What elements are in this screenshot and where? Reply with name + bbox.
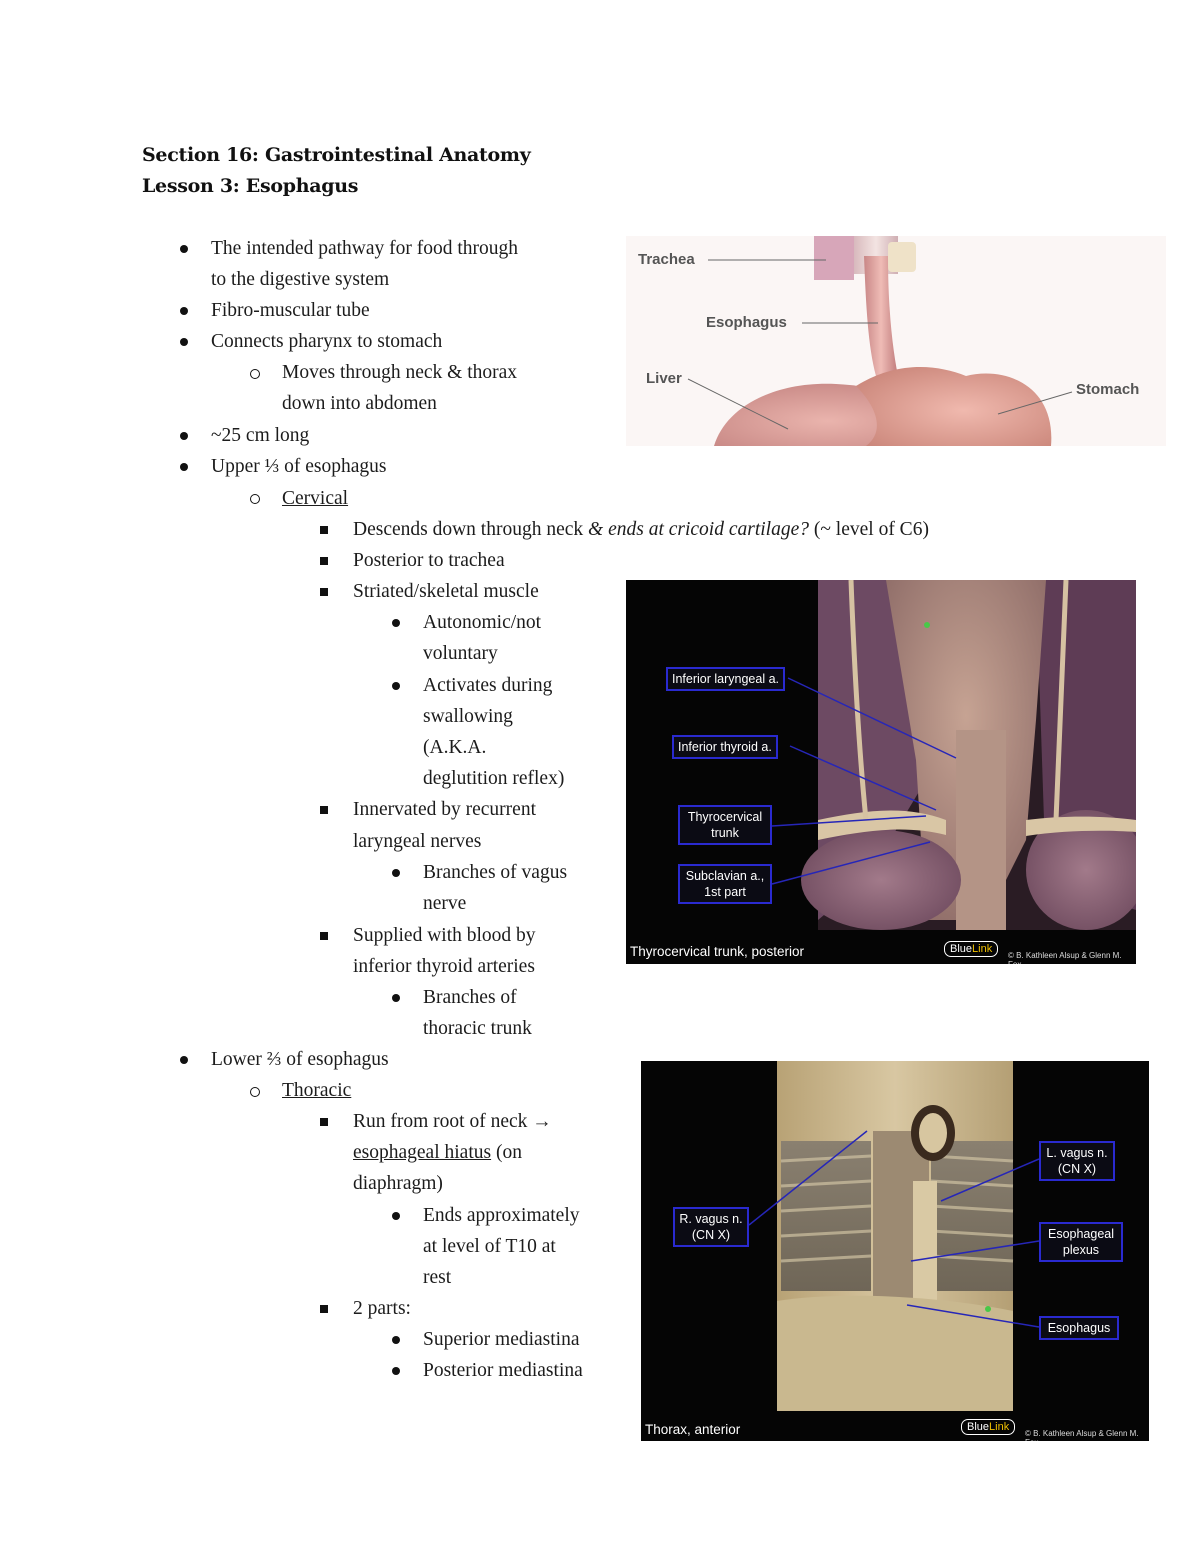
list-item: Lower ⅔ of esophagus: [211, 1049, 389, 1070]
inferior-laryngeal-label: Inferior laryngeal a.: [666, 667, 786, 691]
bullet-square: [320, 806, 328, 814]
bullet-circle: [250, 369, 260, 379]
list-item-cont: voluntary: [423, 643, 498, 664]
bullet-square: [320, 932, 328, 940]
list-item: Posterior mediastina: [423, 1360, 583, 1381]
copyright-text: © B. Kathleen Alsup & Glenn M. Fox: [1025, 1429, 1139, 1441]
bullet-disc: [392, 1367, 400, 1375]
liver-label: Liver: [646, 370, 682, 387]
list-item: Autonomic/not: [423, 612, 542, 633]
lesson-title: Lesson 3: Esophagus: [142, 175, 359, 197]
list-item-cont: at level of T10 at: [423, 1236, 556, 1257]
list-item: Innervated by recurrent: [353, 799, 536, 820]
list-item-cont: nerve: [423, 893, 467, 914]
esophagus-diagram: Trachea Esophagus Liver Stomach: [626, 236, 1166, 446]
list-item-cont: down into abdomen: [282, 393, 437, 414]
bullet-disc: [180, 463, 188, 471]
list-item: Branches of: [423, 987, 517, 1008]
bullet-disc: [392, 1212, 400, 1220]
bluelink-logo: BlueLink: [944, 941, 999, 957]
list-item: Branches of vagus: [423, 862, 568, 883]
list-item: ~25 cm long: [211, 425, 310, 446]
list-item-cont: swallowing: [423, 706, 513, 727]
list-item: 2 parts:: [353, 1298, 411, 1319]
cadaver-photo-neck: [771, 580, 1136, 930]
bullet-square: [320, 1118, 328, 1126]
list-item: Descends down through neck & ends at cri…: [353, 519, 929, 540]
bullet-disc: [180, 307, 188, 315]
thorax-photo: L. vagus n.(CN X) R. vagus n.(CN X) Esop…: [641, 1061, 1149, 1441]
bullet-disc: [180, 1056, 188, 1064]
list-item-cont: laryngeal nerves: [353, 831, 482, 852]
list-item: Striated/skeletal muscle: [353, 581, 539, 602]
list-item-cont: inferior thyroid arteries: [353, 956, 535, 977]
bullet-disc: [392, 994, 400, 1002]
bullet-disc: [392, 1336, 400, 1344]
bullet-disc: [180, 432, 188, 440]
bullet-circle: [250, 1087, 260, 1097]
r-vagus-label: R. vagus n.(CN X): [673, 1207, 749, 1247]
bluelink-logo: BlueLink: [961, 1419, 1016, 1435]
inferior-thyroid-label: Inferior thyroid a.: [672, 735, 778, 759]
trachea-label: Trachea: [638, 251, 695, 268]
bullet-disc: [392, 869, 400, 877]
list-item-cont: deglutition reflex): [423, 768, 565, 789]
figure-caption: Thorax, anterior: [645, 1422, 741, 1437]
thyrocervical-photo: Inferior laryngeal a. Inferior thyroid a…: [626, 580, 1136, 964]
list-item-cont: thoracic trunk: [423, 1018, 532, 1039]
l-vagus-label: L. vagus n.(CN X): [1039, 1141, 1115, 1181]
list-item: Posterior to trachea: [353, 550, 505, 571]
bullet-disc: [180, 338, 188, 346]
list-item-cont: diaphragm): [353, 1173, 443, 1194]
list-item: Run from root of neck →: [353, 1111, 552, 1132]
list-item: Upper ⅓ of esophagus: [211, 456, 387, 477]
copyright-text: © B. Kathleen Alsup & Glenn M. Fox: [1008, 951, 1122, 964]
bullet-square: [320, 526, 328, 534]
bullet-disc: [392, 619, 400, 627]
list-item-heading: Cervical: [282, 488, 349, 509]
esophagus-illustration: [687, 236, 1073, 446]
bullet-disc: [392, 682, 400, 690]
subclavian-label: Subclavian a.,1st part: [678, 864, 772, 904]
list-item: Fibro-muscular tube: [211, 300, 370, 321]
figure-caption: Thyrocervical trunk, posterior: [630, 944, 805, 959]
list-item-heading: Thoracic: [282, 1080, 352, 1101]
list-item: Connects pharynx to stomach: [211, 331, 443, 352]
list-item: Moves through neck & thorax: [282, 362, 518, 383]
bullet-disc: [180, 245, 188, 253]
bullet-square: [320, 557, 328, 565]
cadaver-photo-thorax: [748, 1061, 1040, 1411]
list-item: Superior mediastina: [423, 1329, 580, 1350]
stomach-label: Stomach: [1076, 381, 1140, 398]
list-item: Activates during: [423, 675, 553, 696]
esophagus-label: Esophagus: [706, 314, 787, 331]
list-item-cont: (A.K.A.: [423, 737, 487, 758]
bullet-square: [320, 1305, 328, 1313]
section-title: Section 16: Gastrointestinal Anatomy: [142, 144, 531, 166]
list-item-cont: esophageal hiatus (on: [353, 1142, 522, 1163]
esophagus-photo-label: Esophagus: [1039, 1316, 1119, 1340]
bullet-square: [320, 588, 328, 596]
bullet-circle: [250, 494, 260, 504]
list-item: Ends approximately: [423, 1205, 580, 1226]
list-item: The intended pathway for food through: [211, 238, 519, 259]
list-item-cont: rest: [423, 1267, 452, 1288]
list-item-cont: to the digestive system: [211, 269, 390, 290]
list-item: Supplied with blood by: [353, 925, 536, 946]
